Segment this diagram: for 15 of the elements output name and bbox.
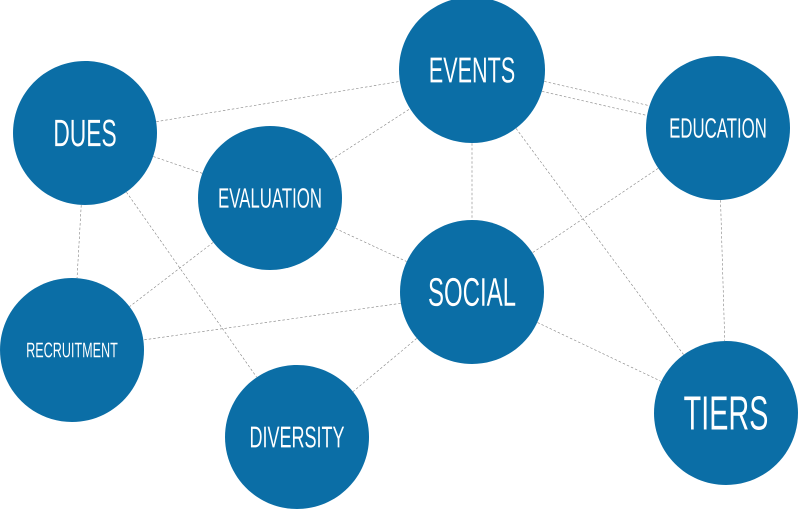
connector-line [537,322,662,382]
connector-line [544,81,650,106]
connector-line [542,91,648,116]
connector-line [335,228,407,262]
connector-line [143,302,401,340]
connector-line [330,108,410,160]
connector-line [152,156,202,174]
connector-line [156,81,400,122]
connector-line [352,338,417,392]
connector-line [516,128,684,355]
connector-line [720,200,726,342]
connector-line [129,242,214,307]
connector-line [532,168,658,253]
connector-line [126,192,257,378]
connector-line [76,204,82,278]
